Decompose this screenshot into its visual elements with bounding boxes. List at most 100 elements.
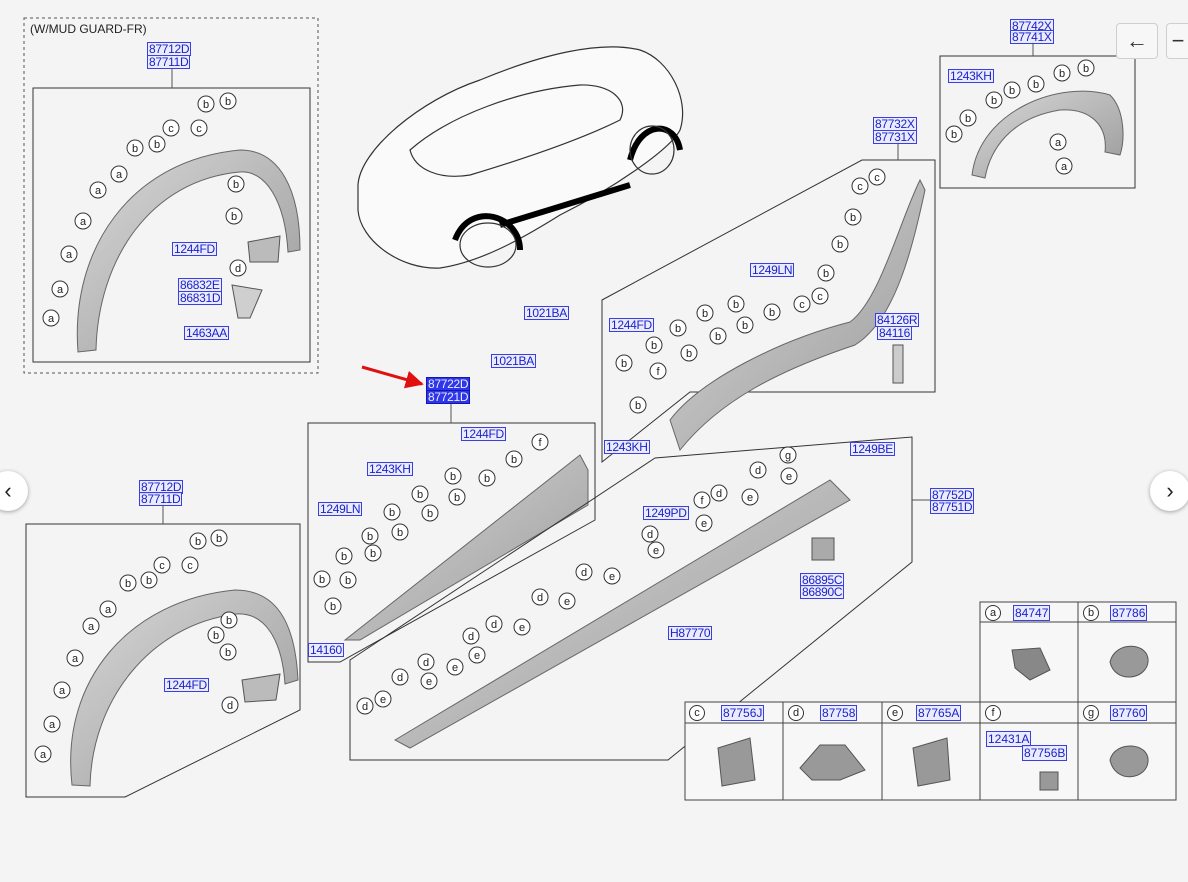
part-label-h87770[interactable]: H87770 bbox=[668, 626, 713, 640]
rear-arch-box-left bbox=[25, 523, 301, 798]
part-label-87731x[interactable]: 87731X bbox=[873, 130, 917, 144]
part-label-1243kh[interactable]: 1243KH bbox=[948, 69, 994, 83]
callout-a: a bbox=[110, 165, 128, 183]
svg-text:c: c bbox=[817, 291, 823, 303]
part-label-14160[interactable]: 14160 bbox=[308, 643, 344, 657]
legend-code-87756j[interactable]: 87756J bbox=[721, 705, 765, 721]
part-label-86831d[interactable]: 86831D bbox=[178, 291, 223, 305]
part-label-87711d[interactable]: 87711D bbox=[139, 492, 183, 506]
part-label-1249be[interactable]: 1249BE bbox=[850, 442, 895, 456]
part-label-1249ln[interactable]: 1249LN bbox=[318, 502, 363, 516]
legend-code-12431a[interactable]: 12431A bbox=[986, 731, 1032, 747]
legend-code-87760[interactable]: 87760 bbox=[1110, 705, 1148, 721]
callout-b: b bbox=[817, 264, 835, 282]
legend-code-87758[interactable]: 87758 bbox=[820, 705, 858, 721]
part-label-1243kh[interactable]: 1243KH bbox=[367, 462, 413, 476]
svg-text:c: c bbox=[857, 181, 863, 193]
svg-text:e: e bbox=[426, 676, 432, 688]
next-image-button[interactable]: › bbox=[1150, 471, 1188, 511]
part-label-1244fd[interactable]: 1244FD bbox=[461, 427, 506, 441]
svg-text:d: d bbox=[397, 672, 403, 684]
svg-text:b: b bbox=[733, 299, 739, 311]
callout-d: d bbox=[710, 484, 728, 502]
part-label-1244fd[interactable]: 1244FD bbox=[164, 678, 209, 692]
callout-e: e bbox=[513, 618, 531, 636]
back-button[interactable]: ← bbox=[1116, 23, 1158, 59]
callout-d: d bbox=[229, 259, 247, 277]
clip-callouts: b b c c b b a a a a a a b b d b b b b b … bbox=[34, 59, 1095, 763]
part-label-1244fd[interactable]: 1244FD bbox=[172, 242, 217, 256]
callout-b: b bbox=[219, 643, 237, 661]
part-label-86890c[interactable]: 86890C bbox=[800, 585, 845, 599]
part-label-87751d[interactable]: 87751D bbox=[930, 500, 975, 514]
svg-text:e: e bbox=[380, 694, 386, 706]
part-label-87741x[interactable]: 87741X bbox=[1010, 30, 1054, 44]
part-label-1249pd[interactable]: 1249PD bbox=[643, 506, 689, 520]
svg-text:b: b bbox=[225, 647, 231, 659]
callout-f: f bbox=[649, 362, 667, 380]
callout-b: b bbox=[985, 91, 1003, 109]
selected-part-arrow bbox=[361, 365, 424, 389]
callout-b: b bbox=[680, 344, 698, 362]
svg-text:a: a bbox=[88, 621, 95, 633]
svg-text:a: a bbox=[57, 284, 64, 296]
part-label-86832e[interactable]: 86832E bbox=[178, 278, 222, 292]
part-label-1243kh[interactable]: 1243KH bbox=[604, 440, 650, 454]
legend-code-87756b[interactable]: 87756B bbox=[1022, 745, 1068, 761]
part-label-84126r[interactable]: 84126R bbox=[875, 313, 920, 327]
part-label-87752d[interactable]: 87752D bbox=[930, 488, 975, 502]
callout-b: b bbox=[1027, 75, 1045, 93]
callout-b: b bbox=[126, 139, 144, 157]
callout-a: a bbox=[99, 600, 117, 618]
callout-b: b bbox=[210, 529, 228, 547]
part-label-87732x[interactable]: 87732X bbox=[873, 117, 917, 131]
svg-text:b: b bbox=[125, 578, 131, 590]
callout-a: a bbox=[60, 245, 78, 263]
svg-text:e: e bbox=[609, 571, 615, 583]
part-label-1249ln[interactable]: 1249LN bbox=[750, 263, 795, 277]
svg-text:a: a bbox=[66, 249, 73, 261]
callout-b: b bbox=[645, 336, 663, 354]
svg-text:c: c bbox=[159, 560, 165, 572]
part-label-1244fd[interactable]: 1244FD bbox=[609, 318, 654, 332]
part-label-1021ba[interactable]: 1021BA bbox=[491, 354, 536, 368]
part-label-87721d-selected[interactable]: 87721D bbox=[426, 390, 471, 404]
part-label-87712d[interactable]: 87712D bbox=[147, 42, 192, 56]
mud-guard bbox=[231, 284, 263, 319]
callout-e: e bbox=[446, 658, 464, 676]
svg-text:g: g bbox=[785, 450, 791, 462]
callout-d: d bbox=[531, 588, 549, 606]
part-label-87711d[interactable]: 87711D bbox=[147, 55, 191, 69]
svg-text:b: b bbox=[850, 212, 856, 224]
svg-text:b: b bbox=[319, 574, 325, 586]
callout-b: b bbox=[140, 571, 158, 589]
svg-text:b: b bbox=[146, 575, 152, 587]
part-label-1021ba[interactable]: 1021BA bbox=[524, 306, 569, 320]
svg-text:b: b bbox=[1033, 79, 1039, 91]
callout-b: b bbox=[696, 304, 714, 322]
svg-text:b: b bbox=[341, 551, 347, 563]
svg-text:f: f bbox=[538, 437, 542, 449]
callout-b: b bbox=[1053, 64, 1071, 82]
legend-code-87765a[interactable]: 87765A bbox=[916, 705, 962, 721]
svg-text:d: d bbox=[537, 592, 543, 604]
callout-b: b bbox=[444, 467, 462, 485]
legend-code-87786[interactable]: 87786 bbox=[1110, 605, 1148, 621]
part-label-87722d-selected[interactable]: 87722D bbox=[426, 377, 471, 391]
svg-text:c: c bbox=[874, 172, 880, 184]
legend-code-84747[interactable]: 84747 bbox=[1013, 605, 1051, 621]
part-label-1463aa[interactable]: 1463AA bbox=[184, 326, 229, 340]
svg-text:b: b bbox=[742, 320, 748, 332]
callout-b: b bbox=[220, 611, 238, 629]
part-label-84116[interactable]: 84116 bbox=[877, 326, 912, 340]
callout-a: a bbox=[51, 280, 69, 298]
svg-text:d: d bbox=[491, 619, 497, 631]
callout-b: b bbox=[148, 135, 166, 153]
svg-text:a: a bbox=[72, 653, 79, 665]
zoom-out-button[interactable]: − bbox=[1166, 23, 1188, 59]
svg-text:b: b bbox=[154, 139, 160, 151]
callout-b: b bbox=[505, 450, 523, 468]
svg-text:b: b bbox=[621, 358, 627, 370]
callout-b: b bbox=[411, 485, 429, 503]
front-door-molding bbox=[343, 454, 589, 641]
